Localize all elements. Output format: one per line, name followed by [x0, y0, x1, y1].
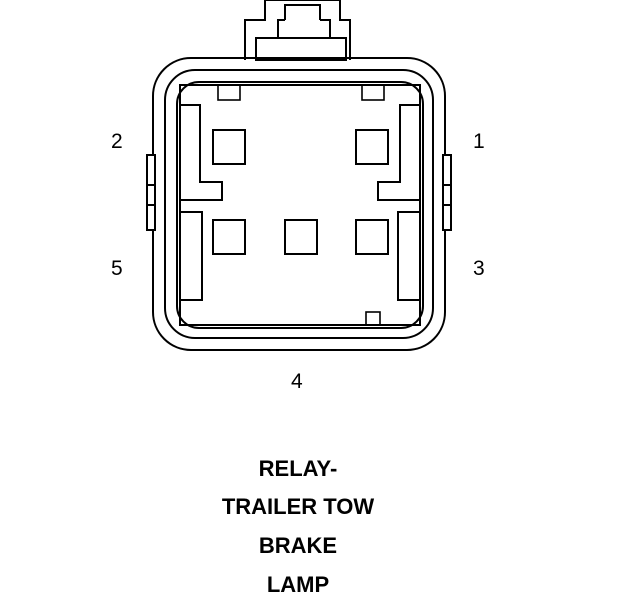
terminal-pin-4: [284, 219, 318, 255]
pin-label-4: 4: [291, 370, 303, 393]
pin-label-3: 3: [473, 257, 485, 280]
terminal-cavities: [212, 129, 389, 255]
caption-line-1: RELAY-: [259, 456, 338, 481]
pin-label-1: 1: [473, 130, 485, 153]
connector-latch: [244, 0, 351, 61]
terminal-pin-5: [212, 219, 246, 255]
diagram-caption: RELAY- TRAILER TOW BRAKE LAMP: [222, 456, 375, 597]
connector-housing: [146, 57, 452, 351]
terminal-pin-2: [212, 129, 246, 165]
terminal-pin-3: [355, 219, 389, 255]
terminal-pin-1: [355, 129, 389, 165]
pin-label-2: 2: [111, 130, 123, 153]
caption-line-2: TRAILER TOW: [222, 494, 375, 519]
caption-line-4: LAMP: [267, 572, 329, 597]
caption-line-3: BRAKE: [259, 533, 337, 558]
connector-cavity: [179, 84, 421, 326]
pin-label-5: 5: [111, 257, 123, 280]
